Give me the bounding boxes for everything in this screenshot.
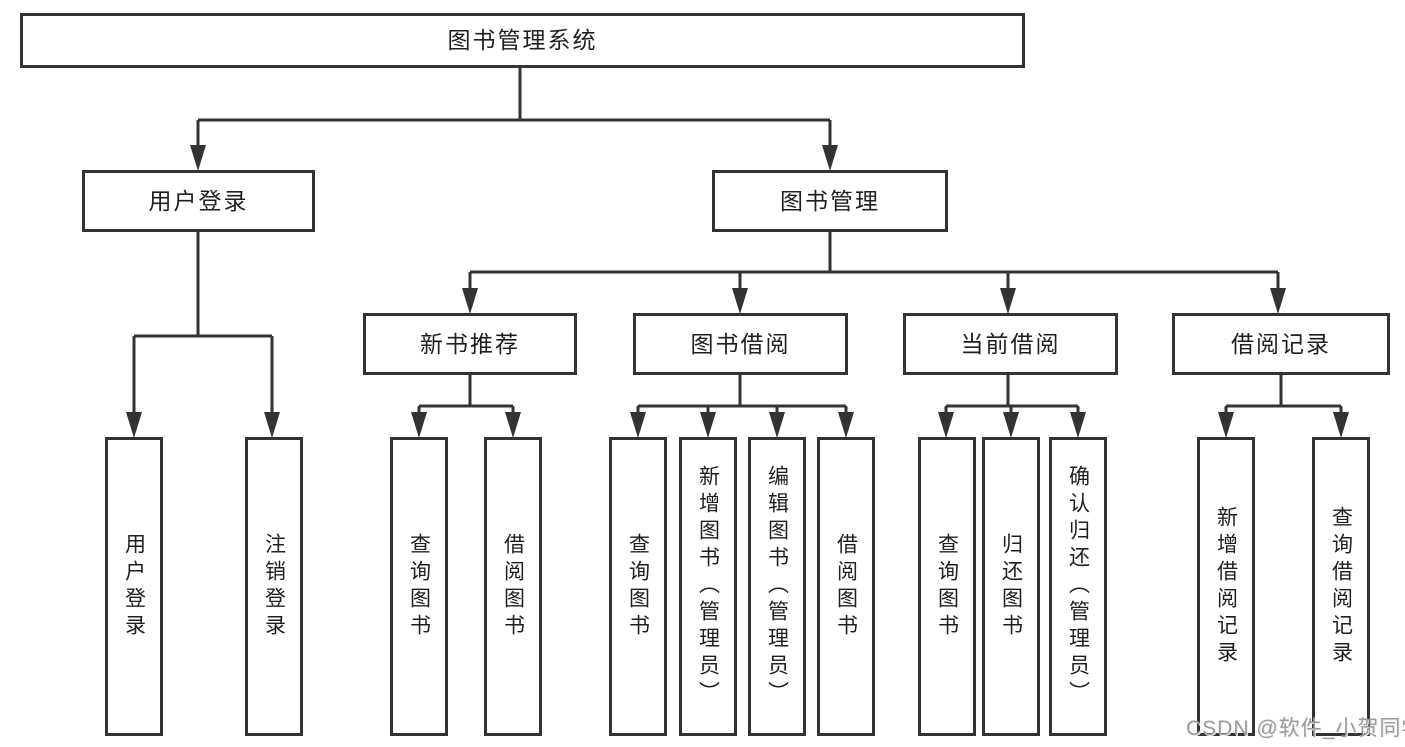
- leaf-borrow-borrow: 借阅图书: [817, 437, 875, 736]
- leaf-current-query: 查询图书: [918, 437, 976, 736]
- leaf-newbook-query-label: 查询图书: [407, 532, 431, 641]
- leaf-user-login-label: 用户登录: [122, 532, 146, 641]
- leaf-borrow-add: 新增图书（管理员）: [679, 437, 737, 736]
- node-book-mgmt-label: 图书管理: [780, 187, 880, 214]
- node-root-label: 图书管理系统: [447, 27, 598, 53]
- leaf-current-query-label: 查询图书: [935, 532, 959, 641]
- node-book-borrow-label: 图书借阅: [690, 330, 791, 357]
- leaf-record-query-label: 查询借阅记录: [1329, 505, 1353, 668]
- leaf-borrow-edit-label: 编辑图书（管理员）: [765, 465, 789, 708]
- leaf-borrow-add-label: 新增图书（管理员）: [696, 465, 720, 708]
- node-new-book-label: 新书推荐: [420, 330, 520, 357]
- node-new-book: 新书推荐: [363, 313, 577, 375]
- leaf-current-confirm-label: 确认归还（管理员）: [1066, 465, 1090, 708]
- leaf-newbook-borrow: 借阅图书: [484, 437, 542, 736]
- leaf-borrow-edit: 编辑图书（管理员）: [748, 437, 806, 736]
- node-book-mgmt: 图书管理: [712, 170, 948, 232]
- node-current-borrow-label: 当前借阅: [960, 330, 1061, 357]
- node-user-login-label: 用户登录: [148, 187, 249, 214]
- node-book-borrow: 图书借阅: [633, 313, 848, 375]
- node-user-login: 用户登录: [82, 170, 315, 232]
- leaf-newbook-borrow-label: 借阅图书: [501, 532, 525, 641]
- leaf-borrow-borrow-label: 借阅图书: [834, 532, 858, 641]
- node-root: 图书管理系统: [20, 13, 1025, 68]
- leaf-current-return-label: 归还图书: [999, 532, 1023, 641]
- leaf-current-confirm: 确认归还（管理员）: [1049, 437, 1107, 736]
- leaf-current-return: 归还图书: [982, 437, 1040, 736]
- leaf-newbook-query: 查询图书: [390, 437, 448, 736]
- leaf-user-login: 用户登录: [105, 437, 163, 736]
- node-borrow-record: 借阅记录: [1172, 313, 1390, 375]
- leaf-record-add-label: 新增借阅记录: [1214, 505, 1238, 668]
- leaf-borrow-query-label: 查询图书: [626, 532, 650, 641]
- leaf-borrow-query: 查询图书: [609, 437, 667, 736]
- csdn-watermark: CSDN @软件_小贺同学: [1186, 717, 1405, 740]
- leaf-logout-label: 注销登录: [262, 532, 286, 641]
- node-current-borrow: 当前借阅: [903, 313, 1118, 375]
- leaf-logout: 注销登录: [245, 437, 303, 736]
- node-borrow-record-label: 借阅记录: [1231, 330, 1331, 357]
- arrowheads: [126, 145, 1349, 438]
- leaf-record-query: 查询借阅记录: [1312, 437, 1370, 736]
- leaf-record-add: 新增借阅记录: [1197, 437, 1255, 736]
